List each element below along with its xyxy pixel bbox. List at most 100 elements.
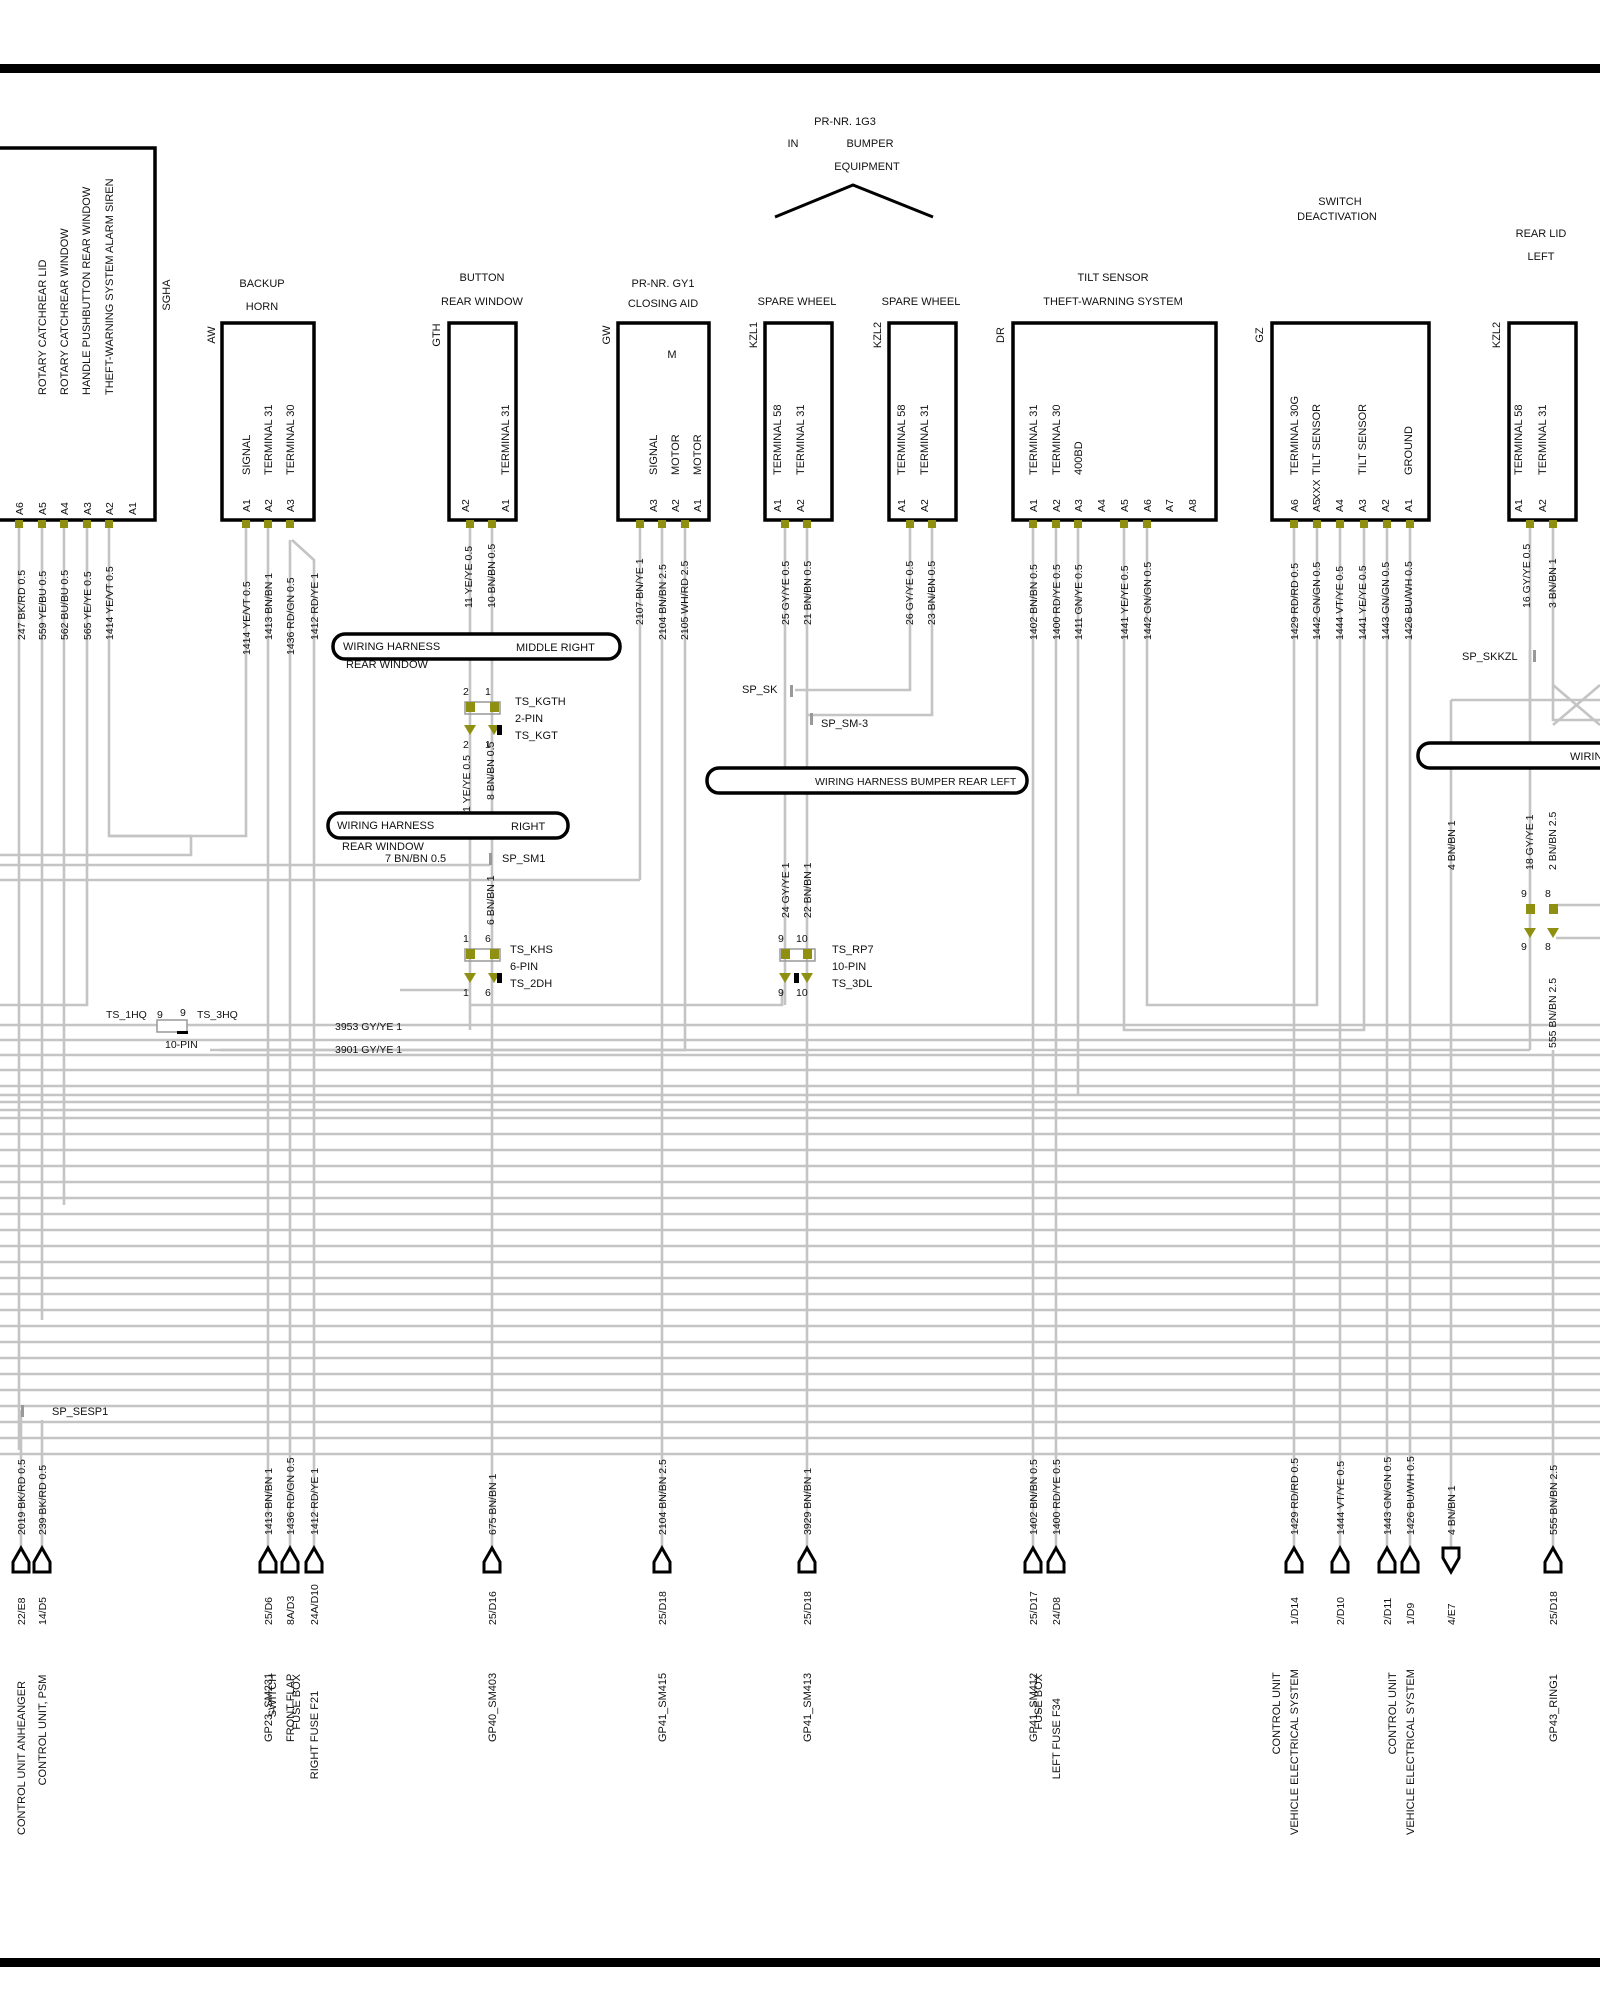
connector-name: TS_3DL xyxy=(832,978,872,990)
component-code: KZL2 xyxy=(872,322,884,348)
pin-label: A2 xyxy=(795,499,807,512)
wire-label: 1436 RD/GN 0.5 xyxy=(285,577,297,655)
termination-arrow xyxy=(304,1544,324,1574)
pin-label: A4 xyxy=(59,502,71,515)
termination-arrow xyxy=(1377,1544,1397,1574)
bottom-border xyxy=(0,1958,1600,1967)
component-title: PR-NR. GY1 xyxy=(632,278,695,290)
splice-markers xyxy=(21,650,1536,1417)
pin-label: A6 xyxy=(1289,499,1301,512)
pin-label: A5 xyxy=(1311,499,1323,512)
harness-name: WIRING HARNESS BUMPER REAR LEFT xyxy=(815,776,1017,788)
termination-destination: GP43_RING1 xyxy=(1548,1674,1560,1742)
wire-label: 10 BN/BN 0.5 xyxy=(486,544,498,608)
wire-label: 4 BN/BN 1 xyxy=(1446,820,1458,870)
termination-destination: FRONT FLAP xyxy=(285,1674,297,1742)
termination-ref: 24A/D10 xyxy=(309,1584,321,1625)
component-title: REAR LID xyxy=(1516,228,1567,240)
component-label: TERMINAL 30 xyxy=(285,404,297,475)
termination-ref: 4/E7 xyxy=(1446,1603,1458,1625)
wire-label: 1442 GN/GN 0.5 xyxy=(1142,562,1154,640)
termination-wire: 1400 RD/YE 0.5 xyxy=(1051,1459,1063,1535)
pin-label: A1 xyxy=(896,499,908,512)
component-switch-deactivation: SWITCH DEACTIVATION GZ TERMINAL 30G TILT… xyxy=(1254,196,1431,640)
component-extra: XXX xyxy=(1311,479,1323,500)
component-code: AW xyxy=(206,326,218,344)
wire-label: 1426 BU/WH 0.5 xyxy=(1403,561,1415,640)
termination-arrow xyxy=(280,1544,300,1574)
pin-label: A3 xyxy=(82,502,94,515)
termination-destination: GP23_SM231 xyxy=(263,1673,275,1742)
connector-pin: 1 xyxy=(485,739,491,751)
component-label: TERMINAL 31 xyxy=(1537,404,1549,475)
component-title: SPARE WHEEL xyxy=(882,296,961,308)
component-label: MOTOR xyxy=(670,434,682,475)
pin-label: A1 xyxy=(127,502,139,515)
termination-wire: 3929 BN/BN 1 xyxy=(802,1468,814,1535)
termination-destination: GP41_SM415 xyxy=(657,1673,669,1742)
component-label: GROUND xyxy=(1403,426,1415,475)
harness-location: MIDDLE RIGHT xyxy=(516,642,595,654)
wire-label: 8 BN/BN 0.5 xyxy=(485,741,497,800)
equipment-note: PR-NR. 1G3 IN BUMPER EQUIPMENT xyxy=(774,116,934,219)
sgha-code: SGHA xyxy=(161,279,173,311)
component-button-rear-window: BUTTON REAR WINDOW GTH TERMINAL 31 A2 A1… xyxy=(431,272,524,608)
termination-destination: CONTROL UNIT, PSM xyxy=(37,1675,49,1786)
wire-label: 1442 GN/GN 0.5 xyxy=(1311,562,1323,640)
pin-label: A6 xyxy=(1142,499,1154,512)
harness-name: WIRIN xyxy=(1570,751,1600,763)
wire-label: 2 BN/BN 2.5 xyxy=(1547,811,1559,870)
wire-label: 1412 RD/YE 1 xyxy=(309,573,321,640)
wire-label: 1 YE/YE 0.5 xyxy=(461,755,473,812)
component-title: LEFT xyxy=(1528,251,1555,263)
wire-label: 6 BN/BN 1 xyxy=(485,875,497,925)
termination-arrow xyxy=(32,1544,52,1574)
harness-location: RIGHT xyxy=(511,821,546,833)
component-spare-wheel-1: SPARE WHEEL KZL1 TERMINAL 58 TERMINAL 31… xyxy=(748,296,836,625)
pin-label: A2 xyxy=(1051,499,1063,512)
wire-label: 1414 YE/VT 0.5 xyxy=(241,581,253,655)
harness-name: WIRING HARNESS xyxy=(343,641,440,653)
splice-sp-sesp1: SP_SESP1 xyxy=(52,1406,108,1418)
wire-label: 3 BN/BN 1 xyxy=(1547,558,1559,608)
termination-wire: 2019 BK/RD 0.5 xyxy=(16,1459,28,1535)
termination-destination: SWITCH xyxy=(267,1674,279,1717)
termination-destination: GP41_SM412 xyxy=(1028,1673,1040,1742)
wiring-harness-right: WIRING HARNESS RIGHT REAR WINDOW xyxy=(326,811,570,853)
pin-label: A1 xyxy=(1403,499,1415,512)
connector-pin: 8 xyxy=(1545,941,1551,953)
termination-wire: 675 BN/BN 1 xyxy=(487,1474,499,1535)
termination-wire: 1443 GN/GN 0.5 xyxy=(1382,1457,1394,1535)
connector-pin: 10 xyxy=(796,933,808,945)
connector-name: TS_KGT xyxy=(515,730,558,742)
termination-destination: LEFT FUSE F34 xyxy=(1051,1698,1063,1779)
sgha-label: THEFT-WARNING SYSTEM ALARM SIREN xyxy=(104,178,116,395)
pin-label: A4 xyxy=(1334,499,1346,512)
termination-destination: CONTROL UNIT xyxy=(1387,1672,1399,1754)
pin-label: A7 xyxy=(1164,499,1176,512)
splice-sp-sk: SP_SK xyxy=(742,684,778,696)
component-title: SPARE WHEEL xyxy=(758,296,837,308)
termination-ref: 14/D5 xyxy=(37,1597,49,1625)
connector-pin: 2 xyxy=(463,686,469,698)
pin-label: A5 xyxy=(1119,499,1131,512)
termination-ref: 25/D18 xyxy=(657,1591,669,1625)
connector-name: TS_KGTH xyxy=(515,696,566,708)
connector-pin: 9 xyxy=(778,933,784,945)
pin-label: A2 xyxy=(460,499,472,512)
termination-arrow xyxy=(1543,1544,1563,1574)
termination-ref: 25/D18 xyxy=(1548,1591,1560,1625)
component-label: TILT SENSOR xyxy=(1311,404,1323,475)
wire-label: 2105 WH/RD 2.5 xyxy=(679,560,691,640)
equipment-line1: PR-NR. 1G3 xyxy=(814,116,876,128)
connector-pin: 9 xyxy=(1521,941,1527,953)
pin-label: A2 xyxy=(1537,499,1549,512)
termination-wire: 4 BN/BN 1 xyxy=(1446,1485,1458,1535)
component-label: 400BD xyxy=(1073,441,1085,475)
component-code: KZL2 xyxy=(1491,322,1503,348)
pin-label: A1 xyxy=(241,499,253,512)
termination-ref: 1/D9 xyxy=(1405,1603,1417,1625)
termination-destination: RIGHT FUSE F21 xyxy=(309,1691,321,1779)
component-backup-horn: BACKUP HORN AW SIGNAL TERMINAL 31 TERMIN… xyxy=(206,278,321,655)
